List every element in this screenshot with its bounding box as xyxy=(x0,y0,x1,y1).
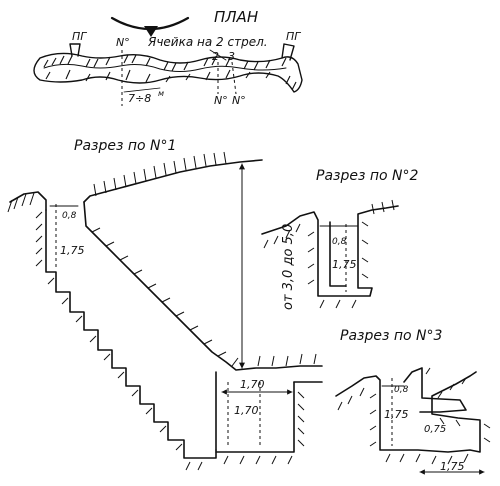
section-1-depth-range: от 3,0 до 5,0 xyxy=(281,224,296,310)
section-1-dim-bottom-side: 1,70 xyxy=(234,404,259,417)
section-1-title: Разрез по N°1 xyxy=(74,138,176,154)
section-2-inner-left xyxy=(329,221,347,287)
section-3-profile xyxy=(335,371,481,453)
plan-hatching xyxy=(43,54,297,91)
section-3-dim-inner: 0,75 xyxy=(424,424,446,435)
section-1-upper-slope xyxy=(83,159,263,203)
section-1: Разрез по N°1 0,8 1,75 xyxy=(7,138,323,471)
section-2: Разрез по N°2 0,8 1,75 xyxy=(261,168,419,309)
plan-section-3-label: 3 xyxy=(228,50,235,63)
section-1-left-hatching xyxy=(7,192,203,471)
section-1-slope-hatching xyxy=(91,151,317,367)
section-1-left-wall xyxy=(45,209,217,459)
plan-section-1-label: N° xyxy=(116,36,130,49)
plan-section-2-marker: N° xyxy=(214,94,228,107)
section-1-left-ground xyxy=(9,191,47,211)
section-3-dim-bottom: 1,75 xyxy=(440,460,465,473)
plan-view: ПЛАН ПГ ПГ Ячейка на 2 стрел. N° xyxy=(33,8,303,107)
plan-trench-inner xyxy=(43,63,287,72)
section-3-dim-top: 0,8 xyxy=(394,385,409,395)
section-1-dim-mid: 1,75 xyxy=(60,244,85,257)
section-3: Разрез по N°3 0,8 1,75 0,75 1,75 xyxy=(335,328,491,475)
section-1-bottom-chamber xyxy=(215,371,295,453)
section-3-hatching xyxy=(337,367,491,465)
plan-section-2-label: 2 xyxy=(212,50,219,63)
plan-pg-right-mark xyxy=(281,43,295,61)
section-3-inner-step xyxy=(403,367,467,413)
direction-arrow-icon xyxy=(144,26,158,37)
plan-pg-left-label: ПГ xyxy=(72,30,87,43)
section-2-dim-mid: 1,75 xyxy=(332,258,357,271)
section-3-title: Разрез по N°3 xyxy=(340,328,442,344)
section-3-dim-mid: 1,75 xyxy=(384,408,409,421)
plan-pg-left-mark xyxy=(69,43,81,57)
section-1-inner-slope xyxy=(83,201,323,371)
plan-distance-line xyxy=(123,87,161,93)
plan-section-3-marker: N° xyxy=(232,94,246,107)
section-2-dim-top: 0,8 xyxy=(332,237,347,247)
plan-cell-label: Ячейка на 2 стрел. xyxy=(147,35,268,49)
plan-section-3-line xyxy=(231,61,237,95)
section-2-profile xyxy=(261,205,399,297)
plan-cell-pointer xyxy=(209,49,227,61)
section-1-bottom-hatching xyxy=(223,391,305,465)
plan-title: ПЛАН xyxy=(214,8,258,26)
plan-distance-value: 7÷8 xyxy=(128,92,151,105)
section-1-dim-bottom-top: 1,70 xyxy=(240,378,265,391)
section-2-hatching xyxy=(263,199,395,309)
plan-distance-unit: м xyxy=(158,89,164,98)
plan-trench-outer xyxy=(33,52,303,93)
plan-pg-right-label: ПГ xyxy=(286,30,301,43)
section-2-title: Разрез по N°2 xyxy=(316,168,419,184)
section-1-dim-top: 0,8 xyxy=(62,211,77,221)
